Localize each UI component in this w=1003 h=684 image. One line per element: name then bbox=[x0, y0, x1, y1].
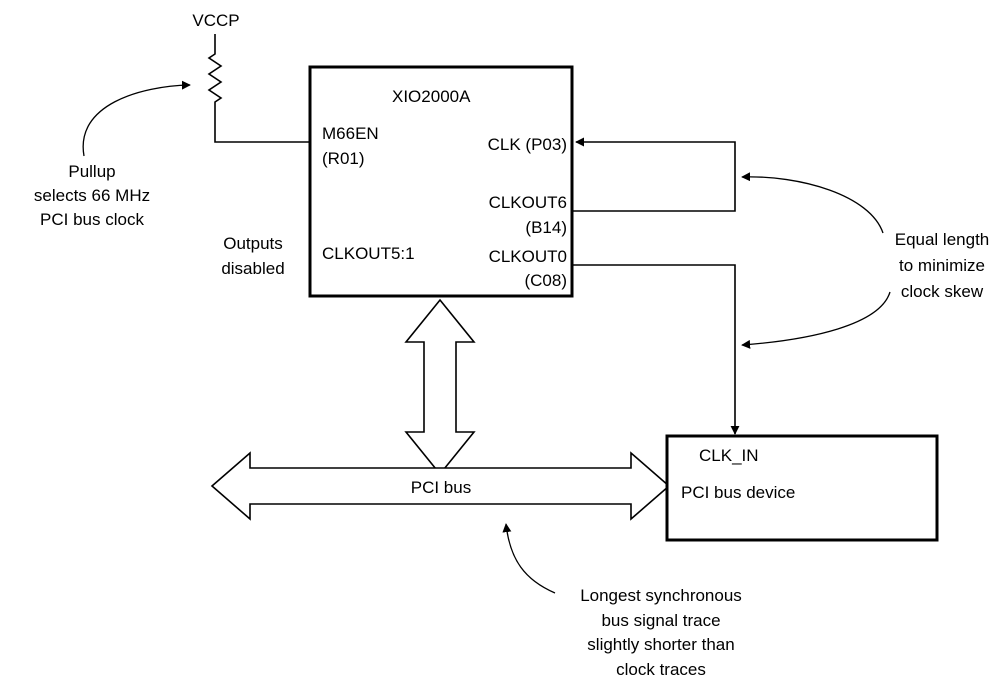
longest-note-line1: Longest synchronous bbox=[580, 586, 742, 605]
longest-trace-arrow bbox=[502, 523, 556, 594]
clk-pin-label: CLK (P03) bbox=[488, 135, 567, 154]
pci-device-name: PCI bus device bbox=[681, 483, 795, 502]
pullup-resistor bbox=[207, 34, 310, 143]
clkout0-pin: (C08) bbox=[524, 271, 567, 290]
pullup-note-line1: Pullup bbox=[68, 162, 115, 181]
outputs-note-line1: Outputs bbox=[223, 234, 283, 253]
equal-length-arrow-upper bbox=[741, 172, 884, 234]
pci-bus-label: PCI bus bbox=[411, 478, 471, 497]
vccp-label: VCCP bbox=[192, 11, 239, 30]
equal-length-note-line2: to minimize bbox=[899, 256, 985, 275]
clkout6-label: CLKOUT6 bbox=[489, 193, 567, 212]
pci-bus-device bbox=[665, 434, 939, 542]
m66en-pin: (R01) bbox=[322, 149, 365, 168]
clkout5-1-label: CLKOUT5:1 bbox=[322, 244, 415, 263]
chip-name: XIO2000A bbox=[392, 87, 471, 106]
pullup-note-line3: PCI bus clock bbox=[40, 210, 144, 229]
m66en-label: M66EN bbox=[322, 124, 379, 143]
equal-length-arrow-lower bbox=[741, 291, 891, 349]
longest-note-line4: clock traces bbox=[616, 660, 706, 679]
pullup-note-line2: selects 66 MHz bbox=[34, 186, 150, 205]
clkout6-pin: (B14) bbox=[525, 218, 567, 237]
clkout0-trace bbox=[572, 264, 740, 435]
equal-length-note-line3: clock skew bbox=[901, 282, 984, 301]
clkout6-feedback-trace bbox=[572, 137, 736, 212]
clk-in-label: CLK_IN bbox=[699, 446, 759, 465]
pullup-pointer-arrow bbox=[82, 80, 191, 157]
clkout0-label: CLKOUT0 bbox=[489, 247, 567, 266]
outputs-note-line2: disabled bbox=[221, 259, 284, 278]
xio2000a-chip bbox=[308, 65, 574, 298]
equal-length-note-line1: Equal length bbox=[895, 230, 990, 249]
longest-note-line2: bus signal trace bbox=[601, 611, 720, 630]
longest-note-line3: slightly shorter than bbox=[587, 635, 734, 654]
chip-bus-connection-arrow bbox=[404, 298, 476, 476]
